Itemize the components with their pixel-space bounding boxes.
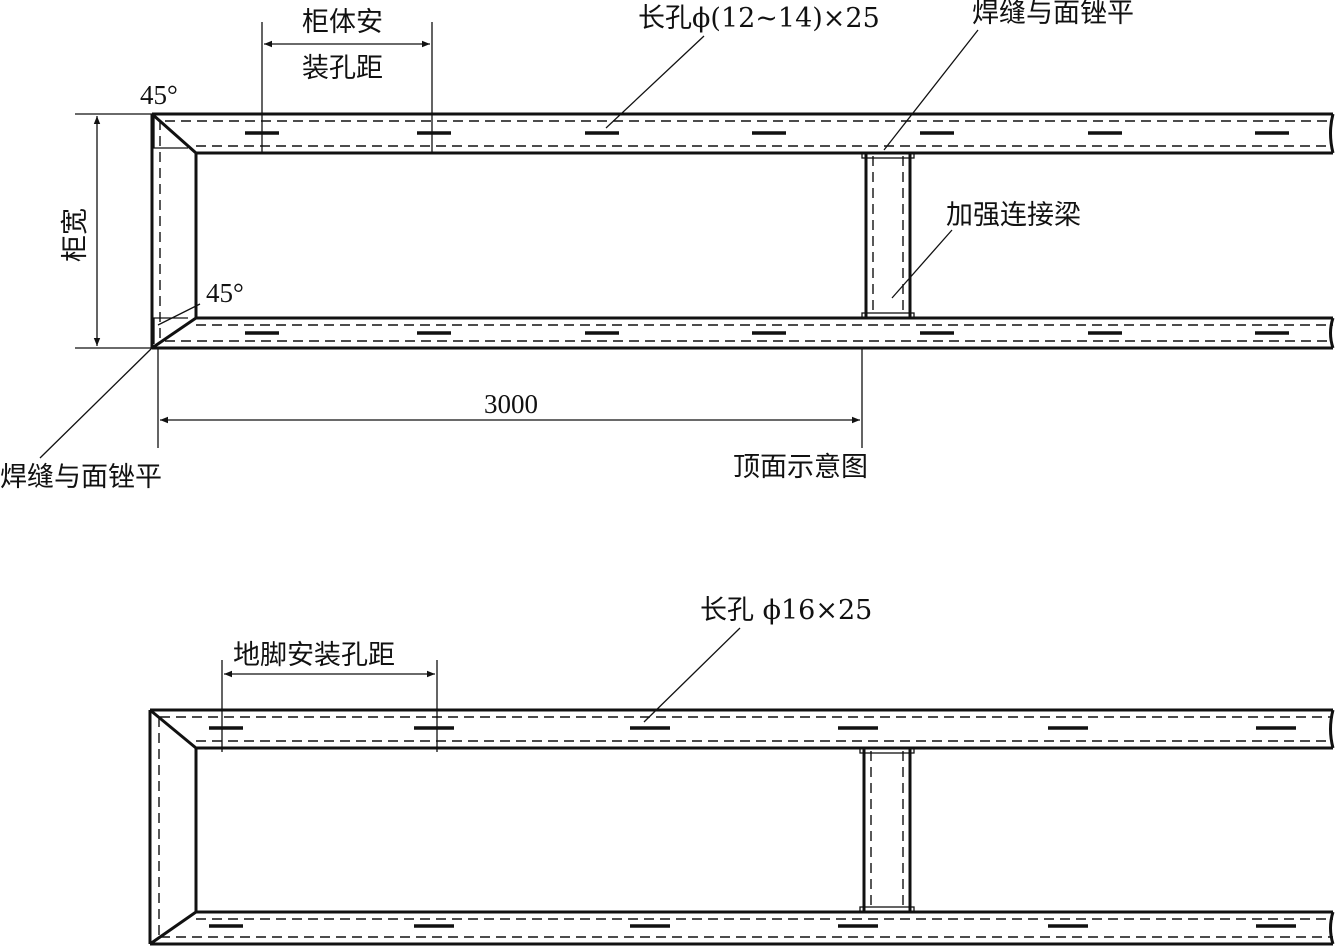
cabinet-hole-pitch-label: 装孔距: [302, 53, 383, 84]
top-view-leaders: [39, 29, 979, 459]
reinforcing-beam-label: 加强连接梁: [946, 200, 1081, 231]
top-view-dimensions: [75, 22, 863, 448]
weld-note-top-right: 焊缝与面锉平: [972, 0, 1134, 29]
bottom-view-frame: [148, 708, 1335, 946]
angle-bottom-label: 45°: [206, 278, 244, 308]
weld-note-bottom-left: 焊缝与面锉平: [0, 462, 162, 493]
dimension-3000-label: 3000: [484, 389, 538, 419]
slot-top-label: 长孔ϕ(12~14)×25: [638, 3, 880, 34]
top-view-frame: [150, 112, 1335, 350]
angle-top-label: 45°: [140, 80, 178, 110]
bottom-view-slots: [209, 726, 1296, 928]
view-title: 顶面示意图: [733, 452, 868, 483]
cabinet-hole-pitch-label: 柜体安: [302, 7, 383, 38]
bottom-view-dimensions: [221, 627, 741, 752]
foot-hole-pitch-label: 地脚安装孔距: [233, 640, 395, 671]
top-view-slots: [245, 131, 1289, 335]
cabinet-width-label: 柜宽: [60, 208, 91, 262]
slot-bottom-label: 长孔 ϕ16×25: [700, 595, 872, 626]
